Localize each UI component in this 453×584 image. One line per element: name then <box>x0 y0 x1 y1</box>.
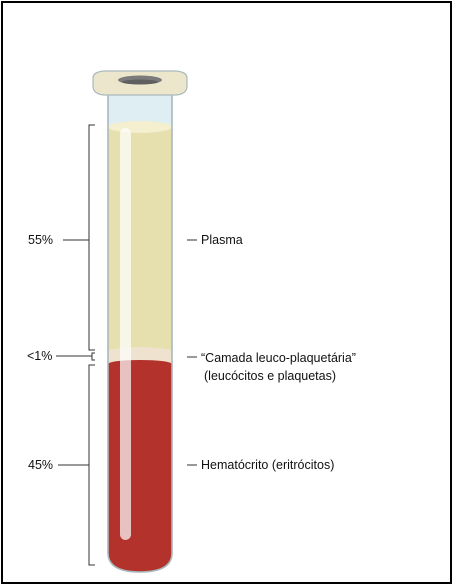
plasma-layer <box>100 127 180 350</box>
glass-highlight <box>120 128 131 540</box>
red-cells-layer <box>100 364 180 579</box>
buffy-coat-surface <box>108 347 172 357</box>
tube-contents <box>100 88 180 579</box>
hematocrit-percent: 45% <box>28 458 53 472</box>
left-brackets <box>56 125 95 565</box>
plasma-surface <box>108 121 172 133</box>
plasma-percent: 55% <box>28 233 53 247</box>
buffy-percent: <1% <box>27 349 52 363</box>
right-pointers <box>187 240 197 465</box>
red-cells-surface <box>108 360 172 368</box>
hematocrit-bracket <box>89 365 95 565</box>
buffy-bracket <box>92 353 95 360</box>
buffy-coat-label-line1: “Camada leuco-plaquetária” <box>201 351 356 365</box>
plasma-label: Plasma <box>201 233 243 247</box>
tube-rim <box>93 71 187 95</box>
plasma-bracket <box>89 125 95 350</box>
hematocrit-label: Hematócrito (eritrócitos) <box>201 458 334 472</box>
tube-opening-shadow <box>122 80 158 85</box>
buffy-coat-label-line2: (leucócitos e plaquetas) <box>204 369 336 383</box>
